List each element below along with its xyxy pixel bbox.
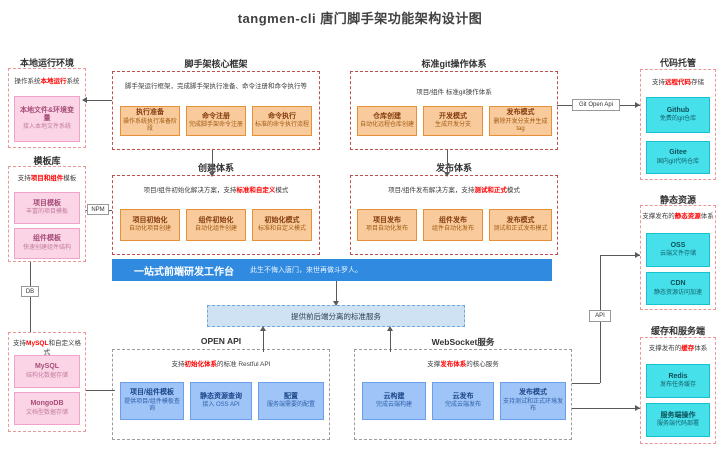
connector-git-publish [447, 150, 448, 176]
create-desc: 项目/组件初始化解决方案，支持标准和自定义模式 [143, 187, 289, 194]
openapi-desc: 支持初始化体系的标准 Restful API [171, 361, 271, 368]
arrowhead-up-icon [260, 326, 266, 331]
node-static-query: 静态资源查询 接入 OSS API [190, 382, 252, 420]
core-desc: 脚手架运行框架，完成脚手架执行准备、命令注册和命令执行等 [125, 83, 307, 90]
git-desc: 项目/组件 标准git操作体系 [416, 89, 492, 96]
node-project-publish: 项目发布 项目自动化发布 [357, 209, 417, 241]
node-command-exec: 命令执行 标准的命令执行流程 [252, 106, 312, 136]
connector-websocket-servicebar [390, 329, 391, 352]
node-command-register: 命令注册 完成脚手架命令注册 [186, 106, 246, 136]
node-server-ops: 服务端操作 服务端代码部署 [646, 403, 710, 437]
connector-template-database [30, 262, 31, 332]
static-desc: 支撑发布的静态资源体系 [642, 213, 714, 220]
connector-core-create [212, 150, 213, 176]
node-component-publish: 组件发布 组件自动化发布 [423, 209, 483, 241]
connector-websocket-api [572, 383, 600, 384]
template-lib-desc: 支持项目和组件模板 [17, 175, 77, 182]
arrowhead-up-icon [387, 326, 393, 331]
npm-connector-label: NPM [87, 204, 109, 215]
connector-banner-servicebar [336, 281, 337, 305]
template-lib-header: 模板库 [33, 156, 61, 166]
connector-websocket-cache [572, 408, 640, 409]
node-local-files: 本地文件&环境变量 接入本地文件系统 [14, 96, 80, 142]
node-component-template: 组件模板 快速创建组件结构 [14, 228, 80, 259]
create-header: 创建体系 [197, 163, 234, 173]
node-oss: OSS 云端文件存储 [646, 233, 710, 267]
openapi-header: OPEN API [200, 336, 242, 346]
node-release-mode: 发布模式 删除开发分支并生成tag [489, 106, 552, 136]
node-dev-mode: 开发模式 生成开发分支 [423, 106, 483, 136]
repo-desc: 支持远程代码存储 [652, 79, 704, 86]
node-template-api: 项目/组件模板 提供项目/组件模板查询 [120, 382, 184, 420]
arrowhead-down-icon [333, 301, 339, 306]
node-project-init: 项目初始化 自动化项目创建 [120, 209, 180, 241]
local-env-desc: 操作系统本地运行系统 [14, 78, 80, 85]
git-open-api-label: Git Open Api [572, 99, 620, 111]
cache-desc: 支撑发布的缓存体系 [648, 345, 708, 352]
workbench-banner: 一站式前端研发工作台 此生不悔入唐门，来世再做斗罗人。 [112, 259, 552, 281]
node-publish-mode: 发布模式 测试和正式发布模式 [489, 209, 552, 241]
service-bar: 提供前后端分离的标准服务 [207, 305, 465, 327]
node-component-init: 组件初始化 自动化组件创建 [186, 209, 246, 241]
arrowhead-down-icon [444, 172, 450, 177]
node-ws-publish-mode: 发布模式 支持测试和正式环境发布 [500, 382, 566, 420]
core-header: 脚手架核心框架 [184, 59, 248, 69]
node-mongodb: MongoDB 文档型数据存储 [14, 392, 80, 425]
node-repo-create: 仓库创建 自动化远程仓库创建 [357, 106, 417, 136]
connector-openapi-servicebar [263, 329, 264, 352]
node-github: Github 免费的git仓库 [646, 97, 710, 133]
diagram-title: tangmen-cli 唐门脚手架功能架构设计图 [237, 11, 483, 26]
node-cloud-build: 云构建 完成云端构建 [362, 382, 426, 420]
local-env-header: 本地运行环境 [19, 58, 74, 68]
banner-title: 一站式前端研发工作台 [134, 266, 234, 278]
node-exec-prepare: 执行准备 操作系统执行准备阶段 [120, 106, 180, 136]
arrowhead-right-icon [635, 102, 640, 108]
static-header: 静态资源 [659, 195, 696, 205]
node-gitee: Gitee 国内git代码仓库 [646, 141, 710, 174]
arrowhead-right-icon [635, 405, 640, 411]
connector-database-openapi [86, 390, 115, 391]
db-connector-label: DB [21, 286, 39, 297]
websocket-desc: 支撑发布体系的核心服务 [427, 361, 499, 368]
publish-header: 发布体系 [435, 163, 472, 173]
cache-header: 缓存和服务端 [650, 326, 705, 336]
node-init-mode: 初始化模式 标准和自定义模式 [252, 209, 312, 241]
git-header: 标准git操作体系 [421, 59, 487, 69]
arrowhead-down-icon [209, 172, 215, 177]
node-project-template: 项目模板 丰富的项目模板 [14, 192, 80, 224]
node-mysql: MySQL 结构化数据存储 [14, 355, 80, 388]
node-redis: Redis 发布任务缓存 [646, 364, 710, 398]
node-config-api: 配置 服务端需要的配置 [258, 382, 324, 420]
arrowhead-left-icon [82, 97, 87, 103]
node-cloud-publish: 云发布 完成云端发布 [432, 382, 494, 420]
node-cdn: CDN 静态资源访问加速 [646, 272, 710, 305]
database-desc: 支持MySQL和自定义格式 [13, 340, 81, 357]
publish-desc: 项目/组件发布解决方案，支持测试和正式模式 [388, 187, 520, 194]
connector-api-to-static [600, 255, 640, 256]
banner-slogan: 此生不悔入唐门，来世再做斗罗人。 [250, 267, 362, 274]
websocket-header: WebSocket服务 [431, 337, 495, 347]
arrowhead-right-icon [635, 252, 640, 258]
api-connector-label: API [589, 310, 611, 322]
connector-local-core [86, 100, 112, 101]
repo-header: 代码托管 [659, 58, 696, 68]
